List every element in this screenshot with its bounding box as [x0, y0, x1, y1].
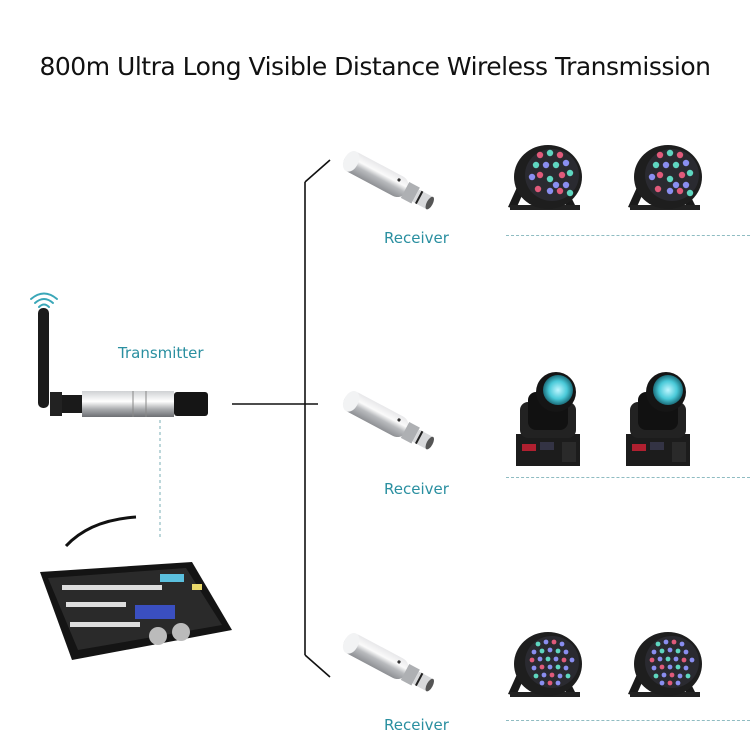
dmx-console	[40, 515, 232, 660]
moving-head-light-2	[626, 372, 690, 466]
transmitter-label: Transmitter	[118, 344, 204, 362]
receiver-label-2: Receiver	[384, 480, 449, 498]
moving-head-light-1	[516, 372, 580, 466]
receiver-device-1	[339, 148, 438, 215]
floor-line-2	[506, 477, 750, 478]
par-light-36led-1	[508, 632, 582, 697]
floor-line-1	[506, 235, 750, 236]
par-light-36led-2	[628, 632, 702, 697]
wifi-signal-icon	[30, 292, 58, 308]
receiver-device-3	[339, 630, 438, 697]
page-title: 800m Ultra Long Visible Distance Wireles…	[39, 52, 711, 81]
receiver-label-3: Receiver	[384, 716, 449, 734]
floor-line-3	[506, 720, 750, 721]
par-light-18led-2	[628, 145, 702, 210]
receiver-device-2	[339, 388, 438, 455]
par-light-18led-1	[508, 145, 582, 210]
receiver-label-1: Receiver	[384, 229, 449, 247]
transmitter-device	[38, 308, 208, 417]
connector-lines	[232, 159, 331, 678]
